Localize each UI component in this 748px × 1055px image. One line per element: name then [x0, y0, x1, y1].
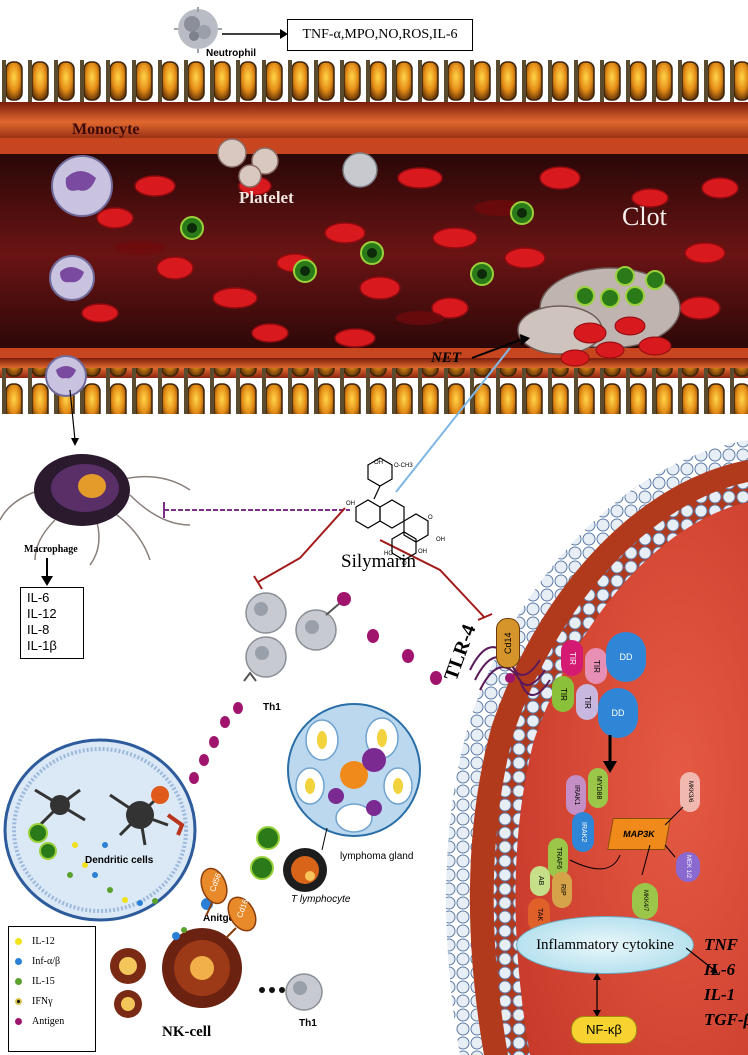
legend-item-il12: IL-12	[15, 931, 89, 951]
th1-cluster	[243, 592, 351, 682]
cytokine-output-list: TNF IL-6 IL-1 TGF-β	[704, 932, 748, 1032]
mek12-kinase: MEK 1/2	[676, 852, 700, 882]
macrophage-arrow	[41, 558, 53, 586]
legend-swatch-antigen	[15, 1017, 22, 1025]
irak2-protein: IRAK2	[572, 812, 594, 852]
legend-box: IL-12 Inf-α/β IL-15 IFNγ Antigen	[8, 926, 96, 1052]
clot-mass	[517, 266, 681, 367]
legend-label-ifng: IFNγ	[32, 995, 53, 1007]
cytokine-output-arrow	[686, 947, 718, 974]
legend-item-antigen: Antigen	[15, 1011, 89, 1031]
dendritic-cell-bubble	[3, 738, 197, 922]
traf6-protein: TRAF6	[548, 838, 568, 878]
svg-text:HO: HO	[384, 551, 393, 557]
legend-label-il15: IL-15	[32, 975, 55, 987]
infected-cells	[180, 201, 534, 286]
svg-text:O-CH3: O-CH3	[394, 463, 413, 469]
platelet-label: Platelet	[239, 188, 294, 207]
svg-text:O: O	[428, 515, 433, 521]
macrophage-cytokine-box: IL-6 IL-12 IL-8 IL-1β	[20, 587, 84, 659]
silymarin-label: Silymarin	[341, 551, 416, 572]
neutrophil-cell	[174, 7, 222, 53]
legend-item-inf: Inf-α/β	[15, 951, 89, 971]
legend-label-il12: IL-12	[32, 935, 55, 947]
dendritic-cells-label: Dendritic cells	[85, 855, 154, 866]
macrophage-cell	[0, 389, 191, 566]
t-lymphocyte-cells	[250, 826, 327, 892]
neutrophil-label: Neutrophil	[206, 48, 256, 59]
antigen-label: Anitgene	[203, 913, 246, 924]
net-label: NET	[431, 350, 461, 366]
cascade-arrows	[569, 806, 684, 876]
nfkb-factor: NF-κβ	[571, 1016, 637, 1044]
clot-label: Clot	[622, 202, 667, 231]
legend-swatch-il15	[15, 977, 22, 985]
mkk36-kinase: MKK3/6	[680, 772, 700, 812]
nk-cell	[110, 867, 295, 1018]
cytokine-nfkb-arrow	[593, 973, 601, 1017]
monocytes	[45, 155, 113, 397]
lymphoma-gland-label: lymphoma gland	[340, 851, 414, 862]
svg-text:OH: OH	[436, 537, 445, 543]
legend-swatch-inf	[15, 957, 22, 965]
legend-swatch-ifng	[15, 997, 22, 1005]
macrophage-label: Macrophage	[24, 544, 78, 555]
monocyte-label: Monocyte	[72, 121, 140, 138]
output-il6: IL-6	[704, 960, 736, 979]
th1-label-top: Th1	[263, 702, 281, 713]
lymphoma-gland	[287, 703, 421, 850]
silymarin-connectors	[163, 347, 511, 621]
inflammatory-cytokine-box: Inflammatory cytokine	[516, 916, 694, 974]
antigen-trail	[179, 629, 442, 802]
legend-item-il15: IL-15	[15, 971, 89, 991]
platelets	[217, 138, 279, 188]
dendritic-cell-body	[34, 788, 169, 846]
tir-domain-4: TIR	[576, 684, 598, 720]
cd14-receptor: Cd14	[496, 618, 520, 668]
tir-domain-1: TIR	[561, 640, 583, 676]
dd-domain-2: DD	[598, 688, 638, 738]
dd-domain-1: DD	[606, 632, 646, 682]
myd88-protein: MYD88	[588, 768, 608, 808]
output-tnf: TNF	[704, 935, 738, 954]
nk-side-cells	[110, 948, 146, 1018]
output-il1: IL-1	[704, 985, 736, 1004]
tir-domain-3: TIR	[552, 676, 574, 712]
th1-label-bottom: Th1	[299, 1018, 317, 1029]
svg-text:OH: OH	[374, 460, 383, 466]
macrophage-cytokine-il12: IL-12	[27, 606, 57, 621]
legend-item-ifng: IFNγ	[15, 991, 89, 1011]
output-tgfb: TGF-β	[704, 1010, 748, 1029]
legend-label-inf: Inf-α/β	[32, 955, 61, 967]
svg-text:OH: OH	[346, 501, 355, 507]
macrophage-cytokine-il6: IL-6	[27, 590, 50, 605]
mkk47-kinase: MKK4/7	[632, 883, 658, 919]
macrophage-cytokine-il8: IL-8	[27, 622, 50, 637]
neutrophil-products-box: TNF-α,MPO,NO,ROS,IL-6	[287, 19, 473, 51]
neutrophil-arrow	[222, 29, 288, 39]
vessel-cells	[45, 138, 739, 397]
irak1-protein: IRAK1	[566, 775, 586, 815]
red-blood-cells	[81, 166, 739, 348]
th1-cell-bottom	[285, 973, 323, 1011]
tir-domain-2: TIR	[585, 648, 607, 684]
legend-swatch-il12	[15, 937, 22, 945]
ab-protein: AB	[530, 866, 550, 896]
legend-label-antigen: Antigen	[32, 1015, 65, 1027]
dd-to-myd88-arrow	[603, 735, 617, 773]
t-lymphocyte-label: T lymphocyte	[291, 894, 351, 905]
svg-text:OH: OH	[418, 549, 427, 555]
svg-text:O: O	[402, 561, 407, 567]
silymarin-structure: OH O-CH3 OH O HO OH O OH	[346, 457, 445, 567]
rip-protein: RIP	[552, 872, 572, 908]
nk-cell-label: NK-cell	[162, 1024, 212, 1040]
macrophage-cytokine-il1b: IL-1β	[27, 638, 57, 653]
